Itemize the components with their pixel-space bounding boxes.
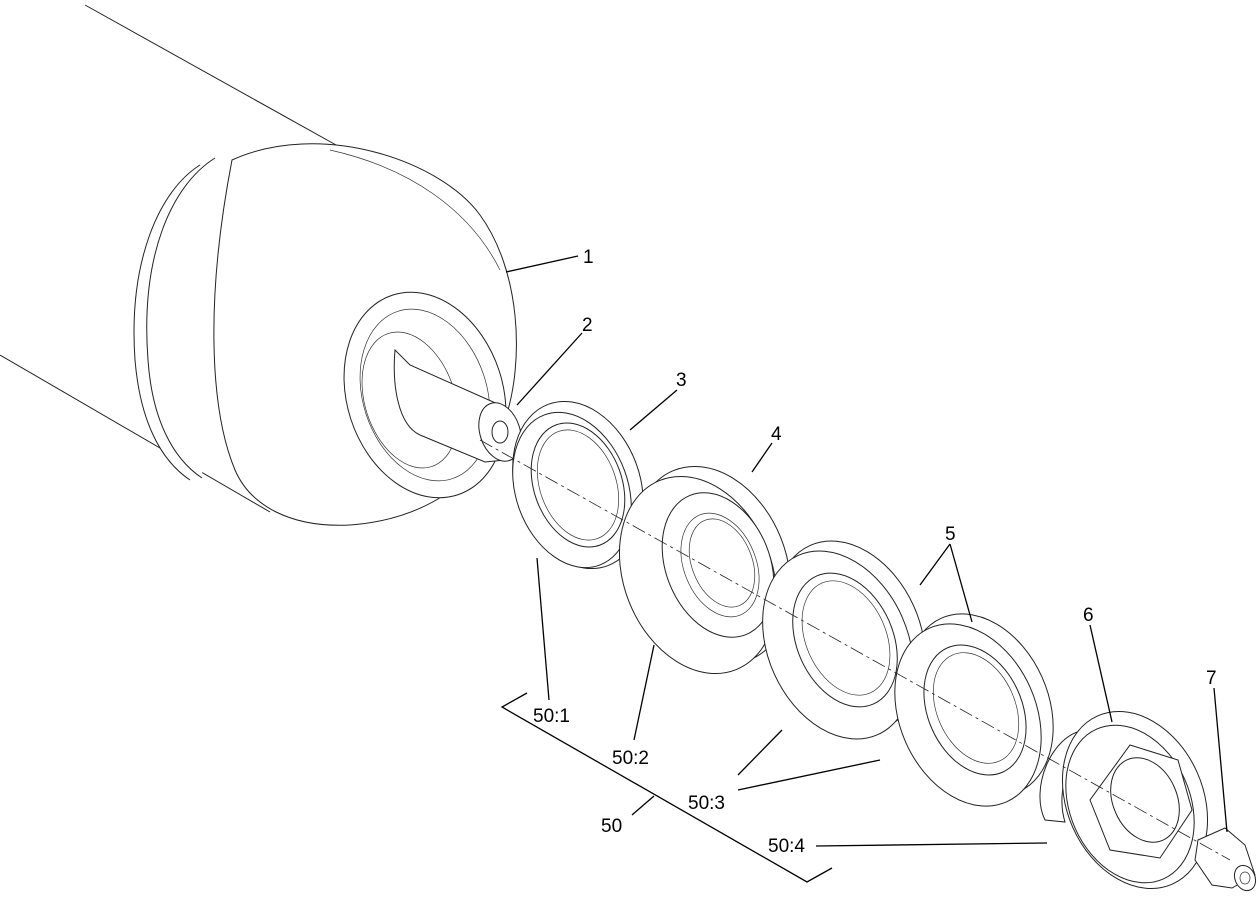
callout-50-4: 50:4 [768,836,805,857]
callout-7: 7 [1206,668,1217,689]
callout-50-3: 50:3 [688,793,725,814]
callout-6: 6 [1083,605,1094,626]
callout-50-2: 50:2 [612,748,649,769]
leader-lines [500,255,1228,883]
seal-part-3 [512,400,644,570]
seal-part-5b [894,613,1054,807]
callout-50-1: 50:1 [533,706,570,727]
grease-fitting-part-7 [1194,827,1257,892]
center-axis-line [479,439,1231,861]
callout-1: 1 [583,247,594,268]
callout-3: 3 [676,370,687,391]
callout-50: 50 [601,816,622,837]
callout-5: 5 [945,524,956,545]
shaft-part-2 [393,348,522,463]
seal-part-5a [762,540,926,740]
callout-labels: 1 2 3 4 5 6 7 50:1 50:2 50:3 50:4 50 [533,247,1217,857]
callout-2: 2 [582,315,593,336]
callout-4: 4 [771,424,782,445]
bearing-part-4 [618,465,792,675]
